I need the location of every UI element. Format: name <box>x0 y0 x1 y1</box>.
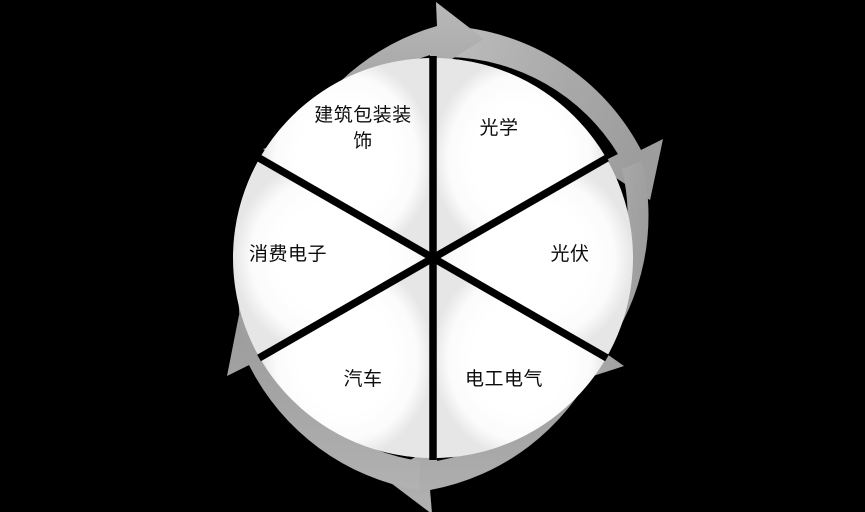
divider-diagonal-b <box>257 154 609 362</box>
sector-electrical <box>433 258 606 458</box>
sector-automobile <box>260 258 433 458</box>
sector-photovoltaic <box>433 158 633 358</box>
sector-consumer-electronics <box>233 158 433 358</box>
sector-dividers <box>257 56 609 460</box>
sector-construction-packaging-decoration <box>260 58 433 258</box>
sector-optics <box>433 58 606 258</box>
arrow-electrical <box>383 350 597 512</box>
arrow-construction-packaging-decoration <box>290 2 484 165</box>
pie-sectors <box>233 58 633 458</box>
pie-disc <box>233 56 633 460</box>
